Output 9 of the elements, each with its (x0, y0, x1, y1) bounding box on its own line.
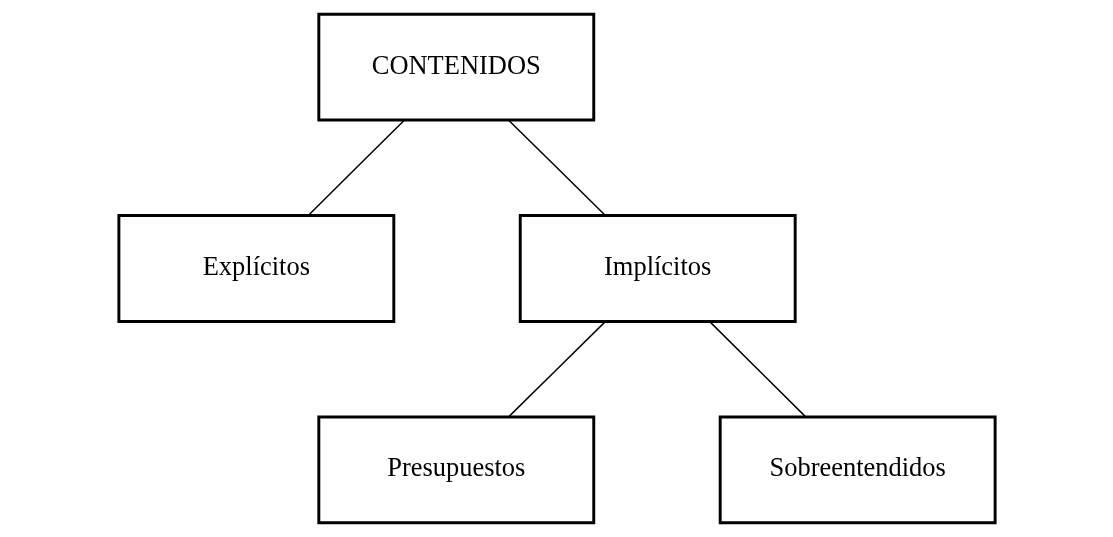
connector (307, 119, 405, 216)
connector (708, 320, 806, 418)
node-box: Implícitos (518, 214, 797, 323)
node-box: CONTENIDOS (316, 12, 595, 122)
node-box: Sobreentendidos (718, 415, 997, 525)
node-box: Explícitos (116, 214, 395, 323)
node-box: Presupuestos (316, 415, 595, 525)
connector (507, 320, 606, 418)
connector (507, 119, 606, 216)
